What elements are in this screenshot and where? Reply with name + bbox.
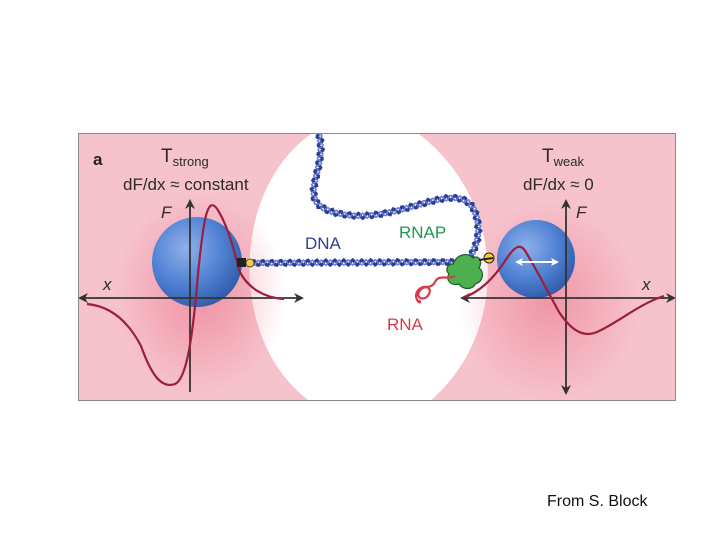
right-trap-title: Tweak — [542, 147, 584, 168]
rnap-label: RNAP — [399, 223, 447, 242]
left-trap-title: Tstrong — [161, 147, 209, 168]
image-credit: From S. Block — [547, 493, 648, 510]
right-trap-gradient: dF/dx ≈ 0 — [523, 175, 594, 194]
right-x-axis-label: x — [642, 275, 651, 294]
right-trap-name: T — [542, 146, 554, 167]
left-attachment-ligand — [245, 258, 255, 268]
left-trap-gradient: dF/dx ≈ constant — [123, 175, 249, 194]
rnap-linker — [478, 257, 494, 261]
panel-letter: a — [93, 150, 103, 169]
right-y-axis-label: F — [576, 203, 587, 222]
rna-transcript — [415, 274, 456, 304]
dna-tether-strand — [246, 258, 458, 267]
left-x-axis-label: x — [103, 275, 112, 294]
optical-trap-diagram: a Tstrong dF/dx ≈ constant F x Tweak dF/… — [78, 133, 676, 401]
dna-upstream-loop — [309, 134, 483, 263]
rnap-enzyme — [446, 254, 484, 290]
diagram-graphics — [79, 134, 675, 400]
dna-upstream-loop-strand — [310, 134, 482, 263]
dna-label: DNA — [305, 234, 341, 253]
right-force-curve — [462, 245, 665, 336]
right-trap-subscript: weak — [553, 154, 584, 169]
rna-label: RNA — [387, 315, 423, 334]
left-trap-name: T — [161, 146, 173, 167]
left-y-axis-label: F — [161, 203, 172, 222]
left-force-curve — [86, 204, 285, 387]
left-bead — [152, 217, 242, 307]
right-bead — [497, 220, 575, 298]
left-attachment-handle — [237, 258, 246, 267]
left-trap-subscript: strong — [172, 154, 209, 169]
